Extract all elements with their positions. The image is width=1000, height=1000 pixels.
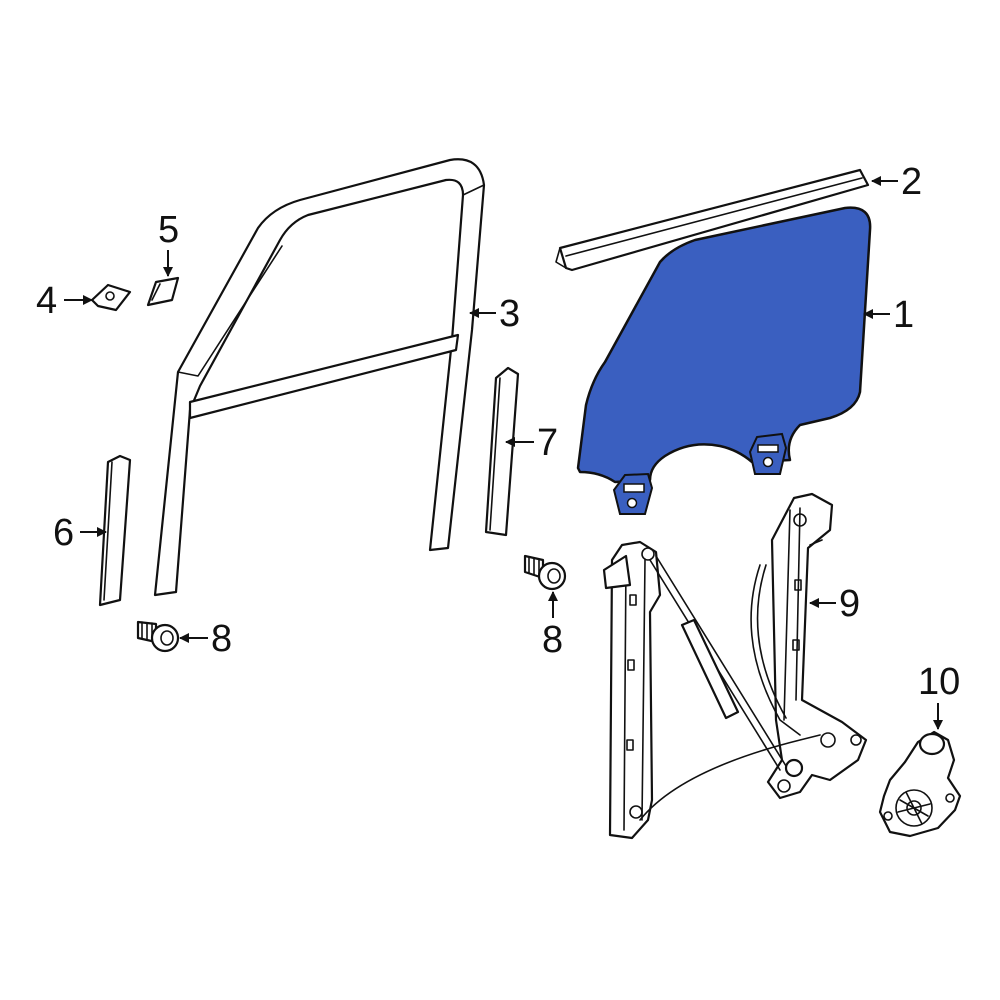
callout-2: 2 [871, 161, 922, 203]
callout-8-left: 8 [179, 618, 232, 660]
window-motor [878, 730, 962, 838]
window-regulator [602, 492, 868, 840]
glass-run-channel [153, 158, 486, 597]
callout-10-label: 10 [918, 661, 960, 703]
callout-8-center-label: 8 [542, 619, 563, 661]
callout-7: 7 [505, 422, 558, 464]
callout-4-label: 4 [36, 280, 57, 322]
run-channel-outline [153, 158, 486, 597]
glass-mount-tab-right [748, 432, 788, 475]
callout-1-label: 1 [893, 294, 914, 336]
callout-8-center: 8 [542, 591, 563, 661]
belt-molding [555, 168, 870, 272]
callout-9: 9 [809, 583, 860, 625]
callout-1: 1 [863, 294, 914, 336]
callout-6: 6 [53, 512, 107, 554]
callout-7-label: 7 [537, 422, 558, 464]
trim-strip-part-6 [98, 454, 132, 607]
callout-10: 10 [918, 661, 960, 730]
callout-6-label: 6 [53, 512, 74, 554]
door-glass-panel [576, 206, 872, 484]
callout-5-label: 5 [158, 209, 179, 251]
bolt-center [523, 554, 567, 591]
callout-8-left-label: 8 [211, 618, 232, 660]
clip-part-5 [146, 276, 180, 307]
callout-9-label: 9 [839, 583, 860, 625]
door-glass [576, 206, 872, 515]
callout-3-label: 3 [499, 293, 520, 335]
callout-3: 3 [469, 293, 520, 335]
clip-part-4 [90, 283, 132, 312]
run-channel-crossbar [188, 333, 460, 420]
trim-strip-part-7 [484, 366, 520, 537]
bolt-left [136, 620, 180, 653]
callout-4: 4 [36, 280, 93, 322]
callout-5: 5 [158, 209, 179, 277]
callout-2-label: 2 [901, 161, 922, 203]
